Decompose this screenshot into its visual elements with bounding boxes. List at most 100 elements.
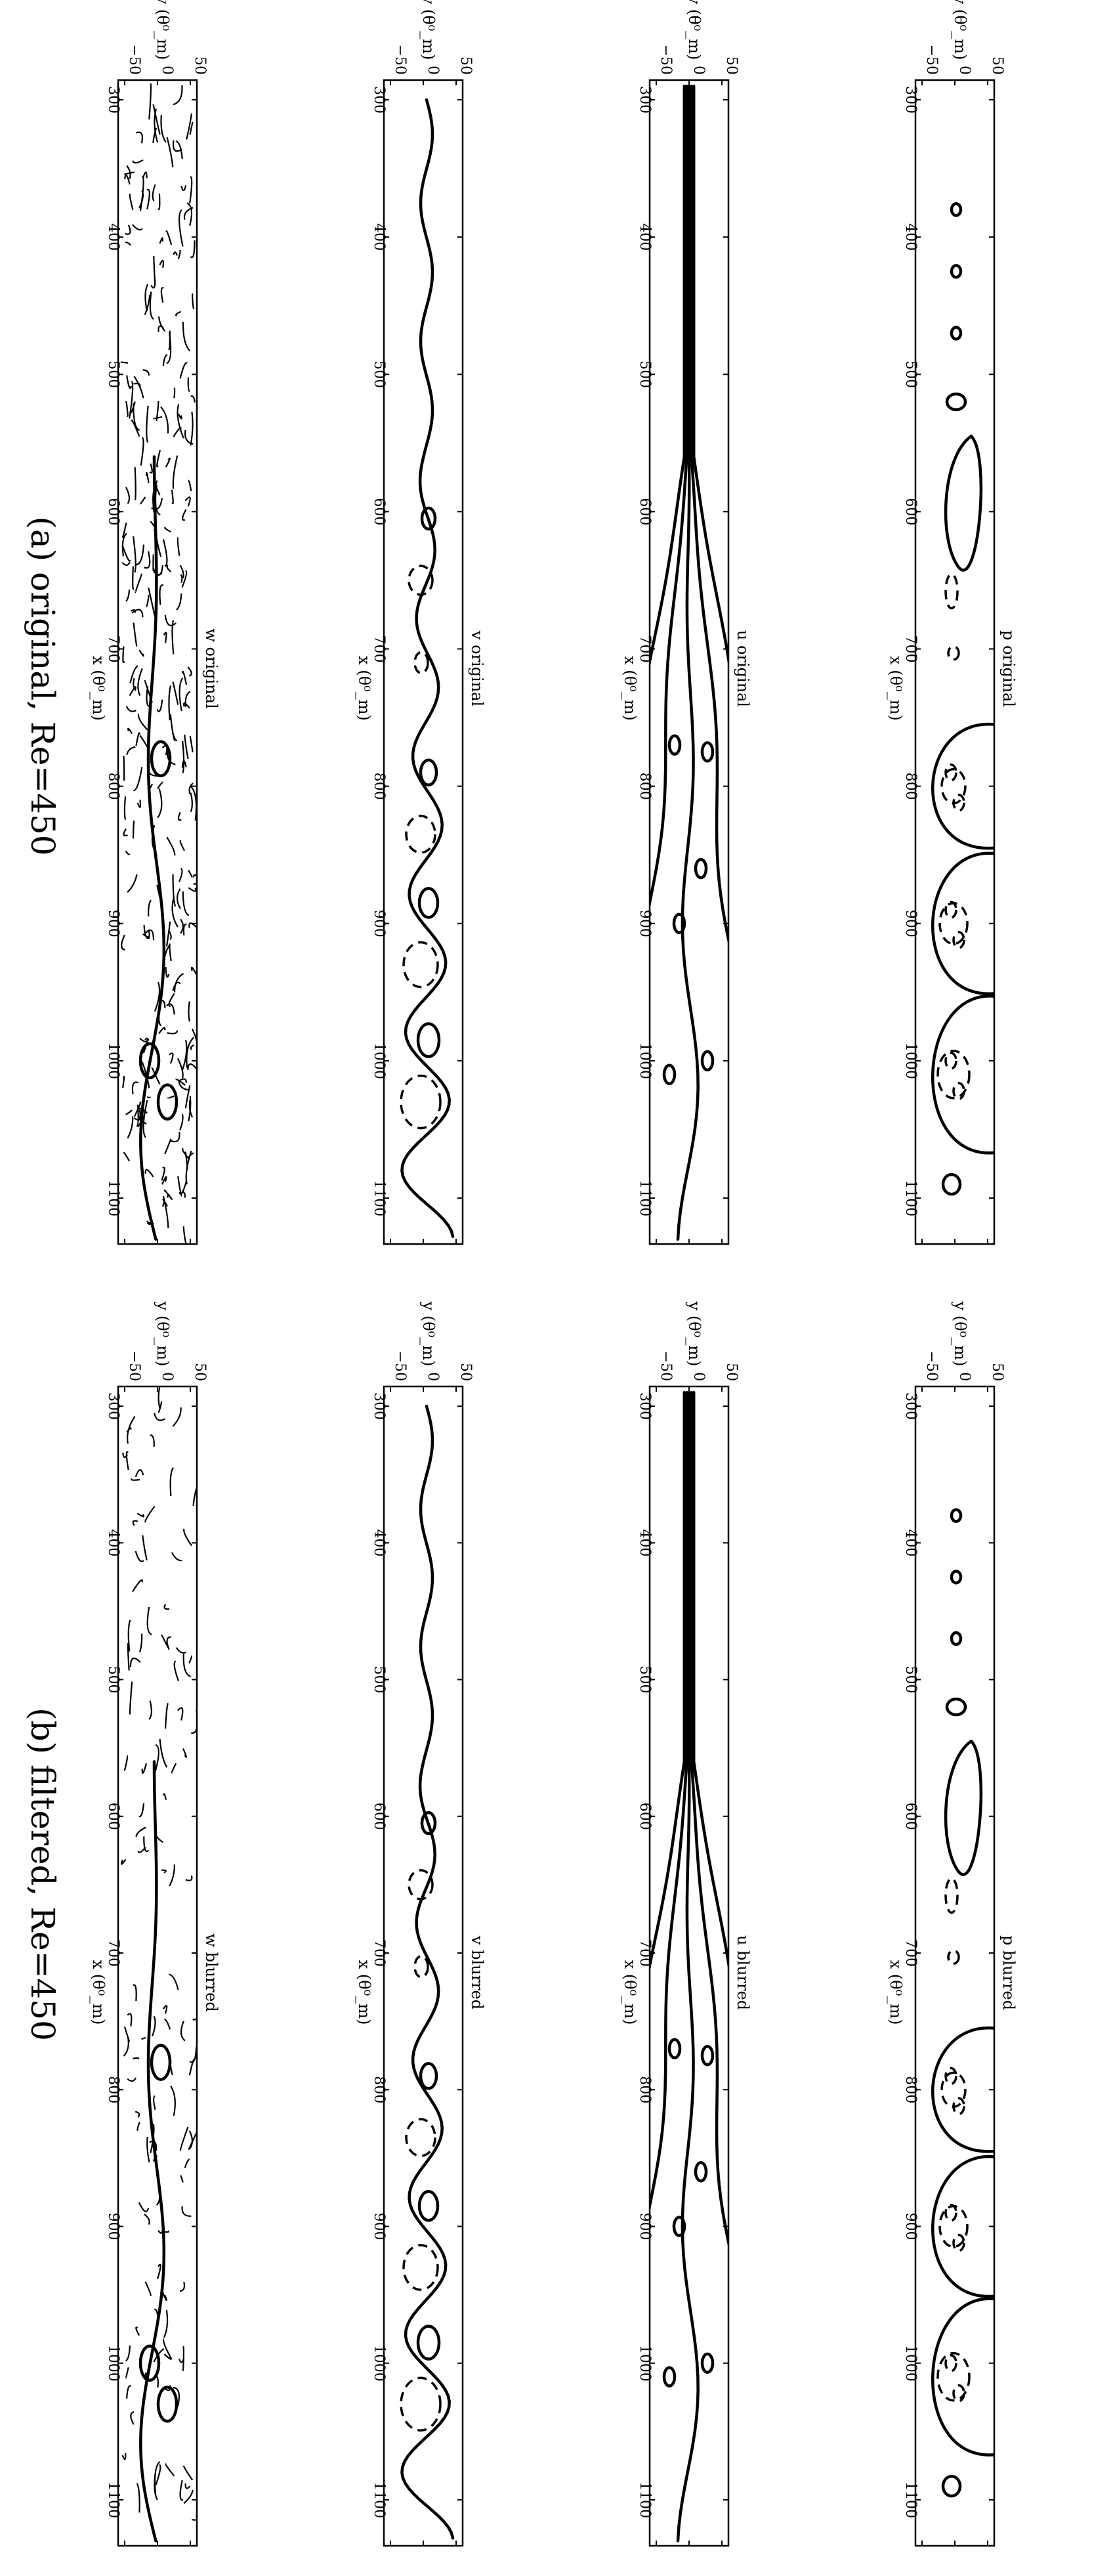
noise-contour bbox=[133, 376, 144, 398]
noise-contour bbox=[159, 584, 164, 605]
noise-contour bbox=[178, 1080, 189, 1091]
noise-contour bbox=[192, 2515, 197, 2521]
noise-contour bbox=[164, 2018, 171, 2030]
panel-title: u original bbox=[734, 630, 752, 707]
noise-contour bbox=[158, 316, 166, 332]
noise-contour bbox=[173, 251, 178, 256]
noise-contour bbox=[156, 450, 161, 467]
y-tick-label: −50 bbox=[126, 1351, 142, 1381]
noise-contour bbox=[139, 1633, 143, 1653]
y-axis-label: y (θ⁰_m) bbox=[419, 0, 438, 60]
noise-contour bbox=[146, 1606, 152, 1635]
noise-contour bbox=[169, 943, 172, 962]
contour-group bbox=[400, 1404, 455, 2540]
noise-contour bbox=[155, 2464, 161, 2485]
noise-contour bbox=[121, 561, 131, 566]
x-tick-label: 700 bbox=[371, 1939, 387, 1967]
noise-contour bbox=[182, 1148, 190, 1159]
noise-contour bbox=[123, 1151, 131, 1162]
noise-contour bbox=[181, 2206, 192, 2217]
noise-contour bbox=[153, 416, 163, 419]
noise-contour bbox=[182, 923, 187, 935]
noise-contour bbox=[189, 735, 194, 753]
noise-contour bbox=[155, 485, 161, 496]
noise-contour bbox=[129, 1657, 141, 1667]
noise-contour bbox=[171, 620, 175, 655]
x-tick-label: 400 bbox=[371, 1529, 387, 1556]
noise-contour bbox=[152, 184, 156, 202]
noise-contour bbox=[181, 1039, 188, 1071]
noise-contour bbox=[150, 280, 156, 289]
noise-contour bbox=[127, 1642, 130, 1671]
x-axis-label: x (θ⁰_m) bbox=[887, 1960, 905, 2025]
noise-contour bbox=[127, 2013, 133, 2027]
noise-contour bbox=[176, 593, 182, 611]
noise-contour bbox=[139, 175, 144, 211]
noise-contour bbox=[121, 2453, 127, 2460]
noise-contour bbox=[142, 1037, 148, 1054]
noise-contour bbox=[133, 767, 143, 792]
noise-contour bbox=[182, 741, 185, 773]
noise-contour bbox=[125, 706, 136, 712]
shear-loop bbox=[156, 2385, 178, 2423]
wave-lobe-dash bbox=[402, 941, 439, 989]
noise-contour bbox=[125, 2385, 132, 2399]
noise-contour bbox=[131, 419, 140, 437]
x-tick-label: 600 bbox=[902, 498, 919, 525]
noise-contour bbox=[179, 1113, 184, 1131]
noise-contour bbox=[188, 870, 193, 878]
noise-contour bbox=[187, 1063, 197, 1071]
caption-b: (b) filtered, Re=450 bbox=[24, 1707, 62, 2041]
noise-contour bbox=[123, 828, 128, 836]
wave-lobe-dash bbox=[405, 2118, 436, 2157]
noise-contour bbox=[145, 929, 155, 941]
panel-frame bbox=[383, 79, 464, 1245]
noise-contour bbox=[138, 2202, 150, 2212]
noise-contour bbox=[192, 293, 195, 310]
vortex-loop bbox=[944, 1739, 983, 1876]
x-tick-label: 700 bbox=[902, 1939, 919, 1967]
noise-contour bbox=[193, 882, 197, 885]
noise-contour bbox=[181, 1190, 186, 1198]
noise-contour bbox=[146, 1096, 151, 1098]
noise-contour bbox=[133, 383, 141, 387]
noise-contour bbox=[139, 1037, 150, 1042]
noise-contour bbox=[136, 2483, 140, 2513]
noise-contour bbox=[145, 595, 150, 607]
noise-contour bbox=[182, 1226, 187, 1244]
x-axis-label: x (θ⁰_m) bbox=[89, 1960, 108, 2025]
jet-loop bbox=[700, 1050, 715, 1072]
x-tick-label: 1100 bbox=[371, 2481, 387, 2518]
y-tick-label: 0 bbox=[425, 1372, 441, 1381]
noise-contour bbox=[161, 1176, 167, 1185]
noise-contour bbox=[185, 1150, 192, 1185]
jet-loop bbox=[667, 734, 682, 756]
jet-contour bbox=[650, 84, 688, 911]
noise-contour bbox=[180, 2021, 186, 2042]
noise-contour bbox=[177, 1707, 184, 1721]
noise-contour bbox=[131, 609, 144, 618]
noise-contour bbox=[144, 284, 149, 312]
noise-contour bbox=[160, 406, 169, 434]
y-tick-label: 0 bbox=[425, 66, 441, 75]
noise-contour bbox=[161, 1634, 169, 1648]
noise-contour bbox=[171, 1552, 182, 1562]
panel-frame bbox=[383, 1385, 464, 2547]
x-tick-label: 1100 bbox=[637, 2481, 653, 2518]
panel-title: p original bbox=[999, 630, 1018, 707]
noise-contour bbox=[172, 1407, 182, 1427]
noise-contour bbox=[122, 646, 125, 664]
noise-contour bbox=[135, 1826, 146, 1837]
noise-contour bbox=[192, 1484, 197, 1506]
noise-contour bbox=[189, 175, 193, 204]
noise-contour bbox=[160, 115, 167, 143]
x-tick-label: 1000 bbox=[371, 1042, 387, 1079]
jet-contour bbox=[692, 84, 728, 668]
wave-lobe bbox=[420, 506, 437, 531]
x-tick-label: 800 bbox=[902, 773, 919, 800]
x-tick-label: 700 bbox=[105, 1939, 121, 1967]
noise-contour bbox=[123, 756, 125, 781]
jet-contour bbox=[690, 1390, 728, 2249]
noise-contour bbox=[149, 291, 154, 320]
